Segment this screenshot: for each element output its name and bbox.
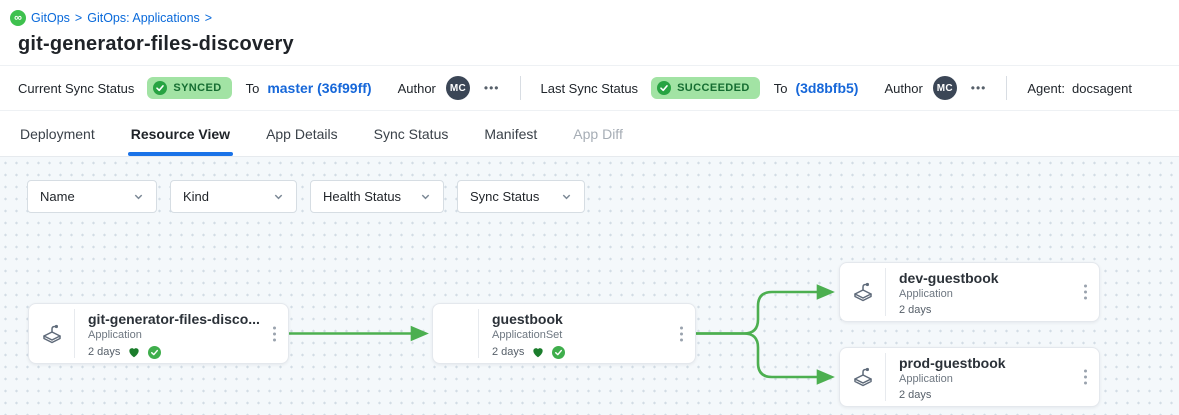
breadcrumb-gitops[interactable]: GitOps (31, 11, 70, 25)
node-age: 2 days (88, 346, 121, 358)
graph-node-prod-guestbook[interactable]: prod-guestbook Application 2 days (839, 347, 1100, 407)
divider (519, 76, 521, 100)
chevron-down-icon (421, 194, 430, 200)
synced-check-icon (552, 345, 566, 359)
more-actions-button[interactable]: ••• (970, 81, 987, 95)
node-age: 2 days (899, 389, 932, 401)
node-body: git-generator-files-disco... Application… (75, 304, 286, 363)
sync-status-filter-dropdown[interactable]: Sync Status (457, 180, 585, 213)
kind-filter-label: Kind (183, 189, 210, 204)
breadcrumb-separator: > (204, 11, 213, 25)
node-meta: 2 days (492, 345, 566, 359)
edge-guestbook-to-prod (696, 332, 835, 385)
gitops-logo-icon: ∞ (10, 10, 26, 26)
node-kebab-menu-icon[interactable] (677, 323, 686, 344)
current-revision-link[interactable]: master (36f99ff) (267, 80, 372, 96)
tab-sync-status[interactable]: Sync Status (373, 125, 449, 142)
health-status-filter-label: Health Status (323, 189, 402, 204)
tab-bar: Deployment Resource View App Details Syn… (0, 111, 1179, 157)
node-icon-column (840, 353, 886, 401)
tab-app-details[interactable]: App Details (266, 125, 338, 142)
chevron-down-icon (274, 194, 283, 200)
status-bar: Current Sync Status SYNCED To master (36… (0, 65, 1179, 111)
last-sync-status-label: Last Sync Status (540, 80, 639, 96)
application-resource-icon (42, 324, 61, 343)
node-kind: Application (88, 329, 142, 341)
author-label: Author (397, 80, 436, 96)
check-circle-icon (657, 81, 672, 95)
node-body: dev-guestbook Application 2 days (886, 263, 1025, 321)
graph-node-dev-guestbook[interactable]: dev-guestbook Application 2 days (839, 262, 1100, 322)
breadcrumb-applications[interactable]: GitOps: Applications (87, 11, 200, 25)
divider (1006, 76, 1008, 100)
graph-node-guestbook[interactable]: guestbook ApplicationSet 2 days (432, 303, 696, 364)
health-heart-icon (533, 348, 544, 358)
edge-guestbook-to-dev (696, 284, 835, 335)
sync-status-filter-label: Sync Status (470, 189, 540, 204)
health-status-filter-dropdown[interactable]: Health Status (310, 180, 444, 213)
node-icon-column (433, 309, 479, 358)
current-sync-status-label: Current Sync Status (18, 80, 135, 96)
check-circle-icon (153, 81, 168, 95)
node-kind: Application (899, 288, 953, 300)
to-label: To (773, 80, 788, 96)
node-title: prod-guestbook (899, 355, 1006, 371)
name-filter-label: Name (40, 189, 75, 204)
agent-value: docsagent (1071, 80, 1132, 96)
node-age: 2 days (899, 304, 932, 316)
resource-graph-canvas: Name Kind Health Status Sync Status (0, 157, 1179, 415)
node-title: guestbook (492, 311, 563, 327)
synced-badge: SYNCED (147, 77, 232, 99)
node-title: git-generator-files-disco... (88, 311, 260, 327)
node-kind: ApplicationSet (492, 329, 563, 341)
node-meta: 2 days (899, 389, 1006, 401)
application-resource-icon (853, 367, 872, 387)
page-title: git-generator-files-discovery (18, 33, 294, 55)
node-kind: Application (899, 373, 953, 385)
author-avatar: MC (932, 76, 957, 100)
node-kebab-menu-icon[interactable] (270, 323, 279, 344)
name-filter-dropdown[interactable]: Name (27, 180, 157, 213)
succeeded-badge: SUCCEEDED (651, 77, 760, 99)
node-age: 2 days (492, 346, 525, 358)
node-body: guestbook ApplicationSet 2 days (479, 304, 591, 363)
filter-bar: Name Kind Health Status Sync Status (27, 180, 585, 213)
node-meta: 2 days (88, 345, 260, 359)
tab-deployment[interactable]: Deployment (20, 125, 95, 142)
last-revision-link[interactable]: (3d8bfb5) (795, 80, 859, 96)
kind-filter-dropdown[interactable]: Kind (170, 180, 297, 213)
synced-badge-label: SYNCED (173, 82, 222, 94)
tab-app-diff: App Diff (573, 125, 623, 142)
chevron-down-icon (562, 194, 571, 200)
graph-node-git-generator[interactable]: git-generator-files-disco... Application… (28, 303, 289, 364)
tab-resource-view[interactable]: Resource View (127, 111, 234, 156)
to-label: To (245, 80, 260, 96)
health-heart-icon (129, 348, 140, 358)
author-avatar: MC (445, 76, 470, 100)
node-body: prod-guestbook Application 2 days (886, 348, 1032, 406)
node-kebab-menu-icon[interactable] (1081, 282, 1090, 303)
succeeded-badge-label: SUCCEEDED (677, 82, 750, 94)
agent-label: Agent: (1027, 80, 1065, 96)
chevron-down-icon (134, 194, 143, 200)
synced-check-icon (148, 345, 162, 359)
node-icon-column (29, 309, 75, 358)
node-kebab-menu-icon[interactable] (1081, 367, 1090, 388)
breadcrumb-separator: > (74, 11, 83, 25)
more-actions-button[interactable]: ••• (483, 81, 500, 95)
application-resource-icon (853, 282, 872, 302)
breadcrumb: ∞ GitOps > GitOps: Applications > (10, 10, 1159, 26)
graph-edges (289, 284, 835, 385)
node-title: dev-guestbook (899, 270, 999, 286)
node-meta: 2 days (899, 304, 999, 316)
author-label: Author (884, 80, 923, 96)
page-header: ∞ GitOps > GitOps: Applications > git-ge… (0, 0, 1179, 56)
tab-manifest[interactable]: Manifest (484, 125, 538, 142)
node-icon-column (840, 268, 886, 316)
